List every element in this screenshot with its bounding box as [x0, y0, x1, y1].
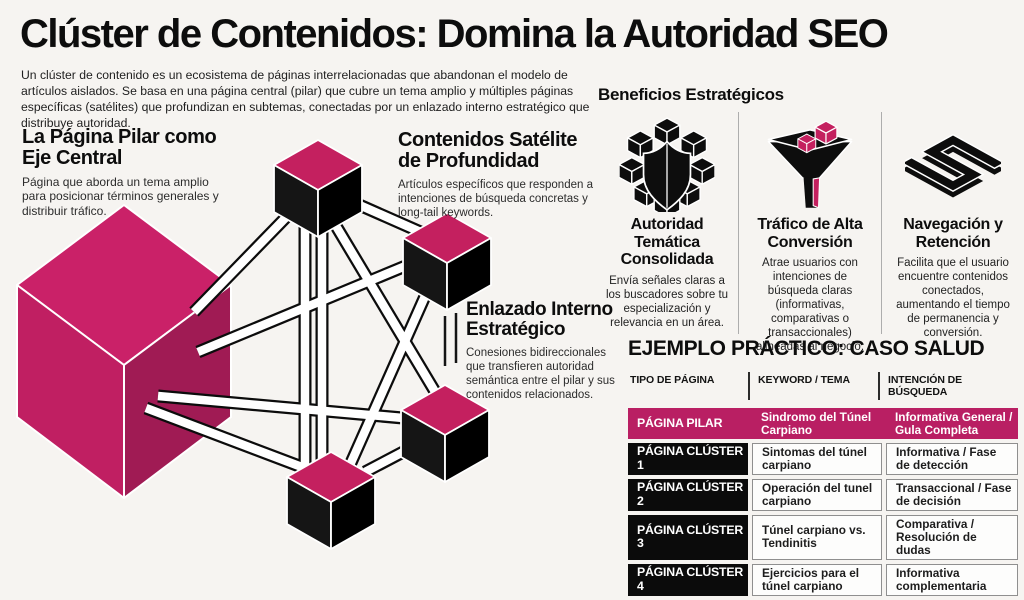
example-table-heading: EJEMPLO PRÁCTICO: CASO SALUD — [628, 337, 985, 360]
internal-linking-label: Enlazado Interno Estratégico Conesiones … — [466, 300, 628, 402]
column-header-type: TIPO DE PÁGINA — [630, 374, 715, 386]
benefit-navigation-title: Navegación y Retención — [903, 216, 1003, 251]
row-intent: Informativa complementaria — [886, 563, 1018, 596]
benefits-section: Autoridad Temática Consolidada Envía señ… — [596, 112, 1024, 353]
benefit-traffic: Tráfico de Alta Conversión Atrae usuario… — [739, 112, 882, 353]
page-title: Clúster de Contenidos: Domina la Autorid… — [20, 12, 889, 56]
intro-paragraph: Un clúster de contenido es un ecosistema… — [21, 68, 590, 131]
pillar-page-description: Página que aborda un tema amplio para po… — [22, 174, 219, 218]
internal-linking-description: Conesiones bidireccionales que transfier… — [466, 346, 615, 401]
example-table: TIPO DE PÁGINA KEYWORD / TEMA INTENCIÓN … — [628, 372, 1018, 600]
table-header-row: TIPO DE PÁGINA KEYWORD / TEMA INTENCIÓN … — [628, 372, 1018, 400]
internal-linking-title: Enlazado Interno Estratégico — [466, 299, 613, 340]
satellite-content-label: Contenidos Satélite de Profundidad Artíc… — [398, 130, 598, 220]
benefit-traffic-description: Atrae usuarios con intenciones de búsque… — [755, 257, 865, 354]
row-intent: Comparativa / Resolución de dudas — [886, 514, 1018, 560]
cube-cluster-shield-icon — [619, 117, 715, 212]
benefit-navigation-description: Facilita que el usuario encuentre conten… — [896, 257, 1010, 340]
pillar-page-label: La Página Pilar como Eje Central Página … — [22, 127, 227, 218]
column-header-keyword: KEYWORD / TEMA — [748, 372, 878, 400]
row-type: PÁGINA CLÚSTER 4 — [628, 563, 748, 596]
bidirectional-link-lines — [443, 313, 458, 366]
row-type: PÁGINA PILAR — [637, 415, 723, 430]
satellite-content-description: Artículos específicos que responden a in… — [398, 178, 593, 219]
link-beams — [143, 194, 453, 479]
maze-icon — [905, 133, 1001, 198]
row-type: PÁGINA CLÚSTER 2 — [628, 478, 748, 511]
pillar-page-title: La Página Pilar como Eje Central — [22, 126, 217, 169]
satellite-content-title: Contenidos Satélite de Profundidad — [398, 129, 578, 172]
row-keyword: Túnel carpiano vs. Tendinitis — [752, 514, 882, 560]
benefit-authority-description: Envía señales claras a los buscadores so… — [605, 274, 729, 329]
row-type: PÁGINA CLÚSTER 3 — [628, 514, 748, 560]
table-row-pillar: PÁGINA PILAR Sindromo del Túnel Carpiano… — [628, 408, 1018, 439]
funnel-icon — [767, 120, 853, 209]
benefit-traffic-title: Tráfico de Alta Conversión — [757, 216, 863, 251]
benefit-navigation: Navegación y Retención Facilita que el u… — [882, 112, 1024, 339]
benefits-heading: Beneficios Estratégicos — [598, 85, 784, 104]
table-row-cluster-3: PÁGINA CLÚSTER 3 Túnel carpiano vs. Tend… — [628, 514, 1018, 560]
benefit-authority: Autoridad Temática Consolidada Envía señ… — [596, 112, 739, 334]
table-row-cluster-1: PÁGINA CLÚSTER 1 Sintomas del túnel carp… — [628, 443, 1018, 475]
table-row-cluster-2: PÁGINA CLÚSTER 2 Operación del tunel car… — [628, 478, 1018, 511]
row-type: PÁGINA CLÚSTER 1 — [628, 443, 748, 475]
row-intent: Transaccional / Fase de decisión — [886, 478, 1018, 511]
pillar-cube — [16, 204, 232, 499]
row-intent: Informativa General / Gula Completa — [895, 409, 1013, 437]
column-header-intent: INTENCIÓN DE BÚSQUEDA — [878, 372, 1018, 400]
row-keyword: Sindromo del Túnel Carpiano — [761, 409, 872, 437]
row-keyword: Ejercicios para el túnel carpiano — [752, 563, 882, 596]
row-intent: Informativa / Fase de detección — [886, 443, 1018, 475]
row-keyword: Operación del tunel carpiano — [752, 478, 882, 511]
table-row-cluster-4: PÁGINA CLÚSTER 4 Ejercicios para el túne… — [628, 563, 1018, 596]
benefit-authority-title: Autoridad Temática Consolidada — [620, 216, 714, 269]
row-keyword: Sintomas del túnel carpiano — [752, 443, 882, 475]
content-cluster-diagram — [16, 139, 492, 550]
